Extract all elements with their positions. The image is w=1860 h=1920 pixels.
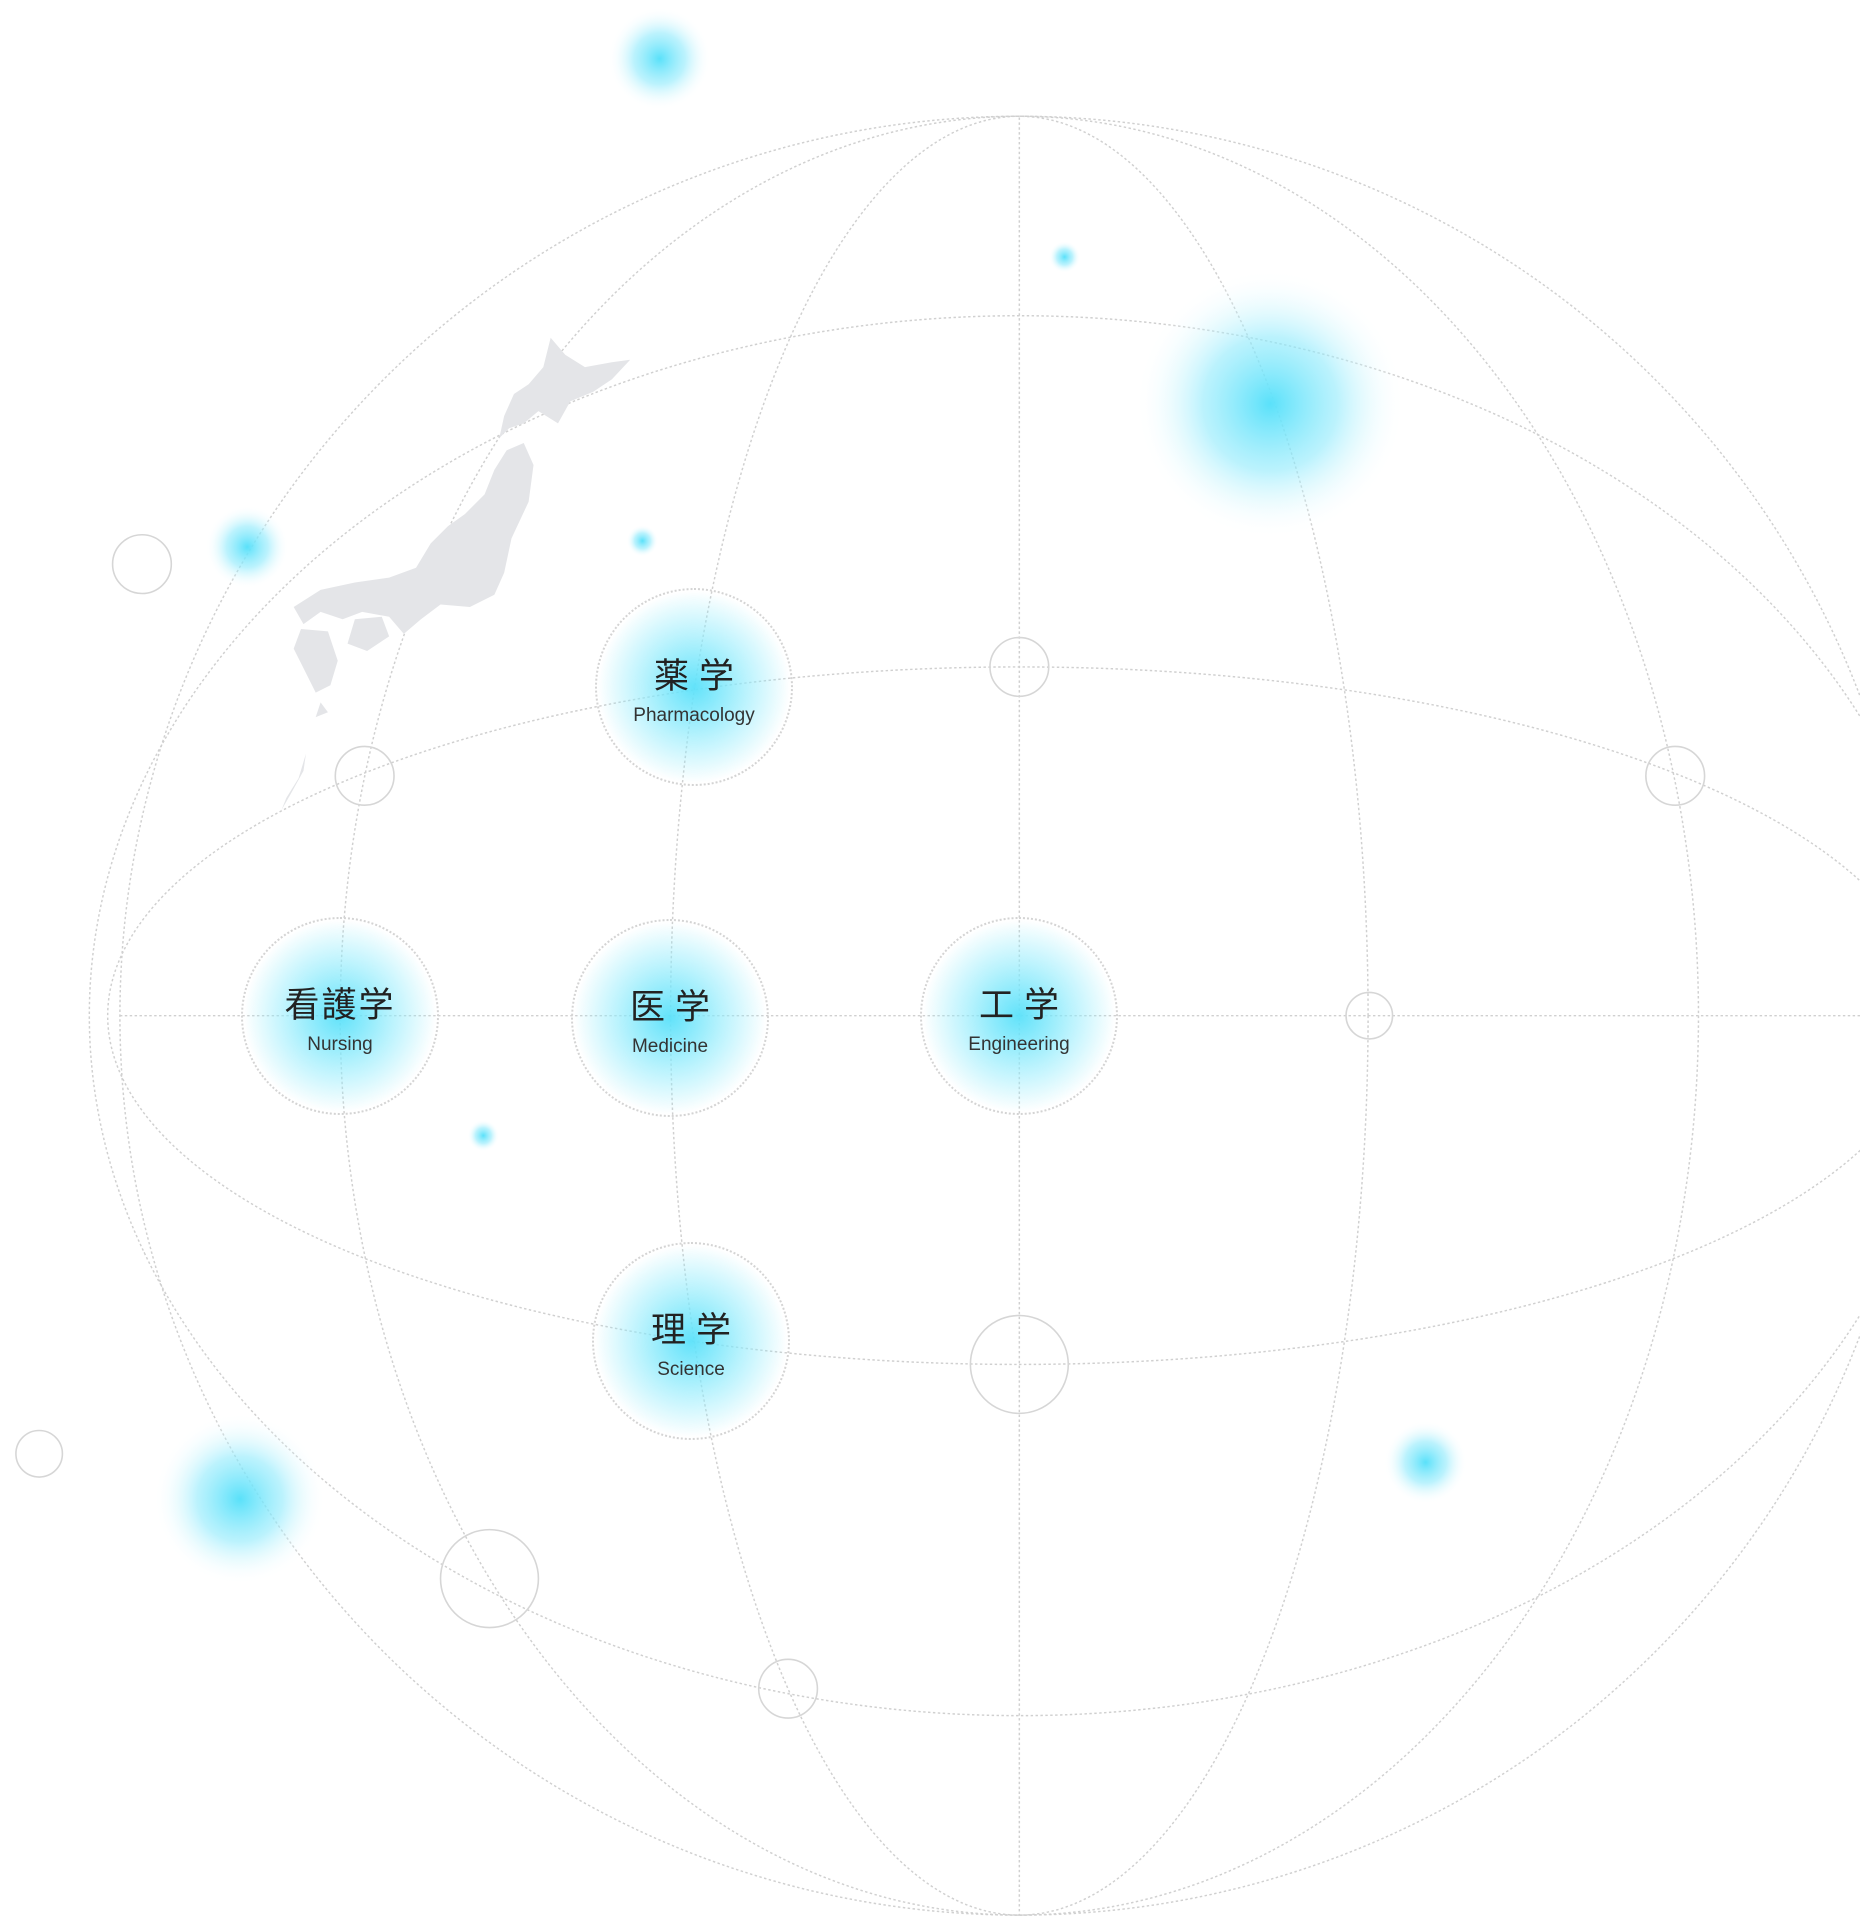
faculty-nursing[interactable]: 看護学 Nursing	[241, 917, 439, 1115]
decorative-rings	[15, 533, 1706, 1719]
glow-dots	[154, 7, 1468, 1585]
faculty-medicine[interactable]: 医学 Medicine	[571, 919, 769, 1117]
faculty-name-ja: 医学	[629, 987, 720, 1028]
faculty-name-ja: 理学	[650, 1310, 741, 1351]
faculty-science[interactable]: 理学 Science	[592, 1242, 790, 1440]
faculty-name-en: Engineering	[968, 1033, 1070, 1055]
globe-grid	[88, 115, 1860, 1916]
faculty-name-en: Nursing	[307, 1033, 373, 1055]
faculty-pharmacology[interactable]: 薬学 Pharmacology	[595, 588, 793, 786]
faculty-name-ja: 工学	[978, 985, 1069, 1026]
faculty-name-en: Medicine	[631, 1035, 709, 1057]
faculty-name-ja: 薬学	[653, 656, 744, 697]
faculty-name-en: Pharmacology	[633, 704, 755, 726]
faculty-engineering[interactable]: 工学 Engineering	[920, 917, 1118, 1115]
faculty-name-ja: 看護学	[284, 985, 396, 1026]
faculty-name-en: Science	[657, 1358, 725, 1380]
japan-map	[281, 337, 631, 811]
